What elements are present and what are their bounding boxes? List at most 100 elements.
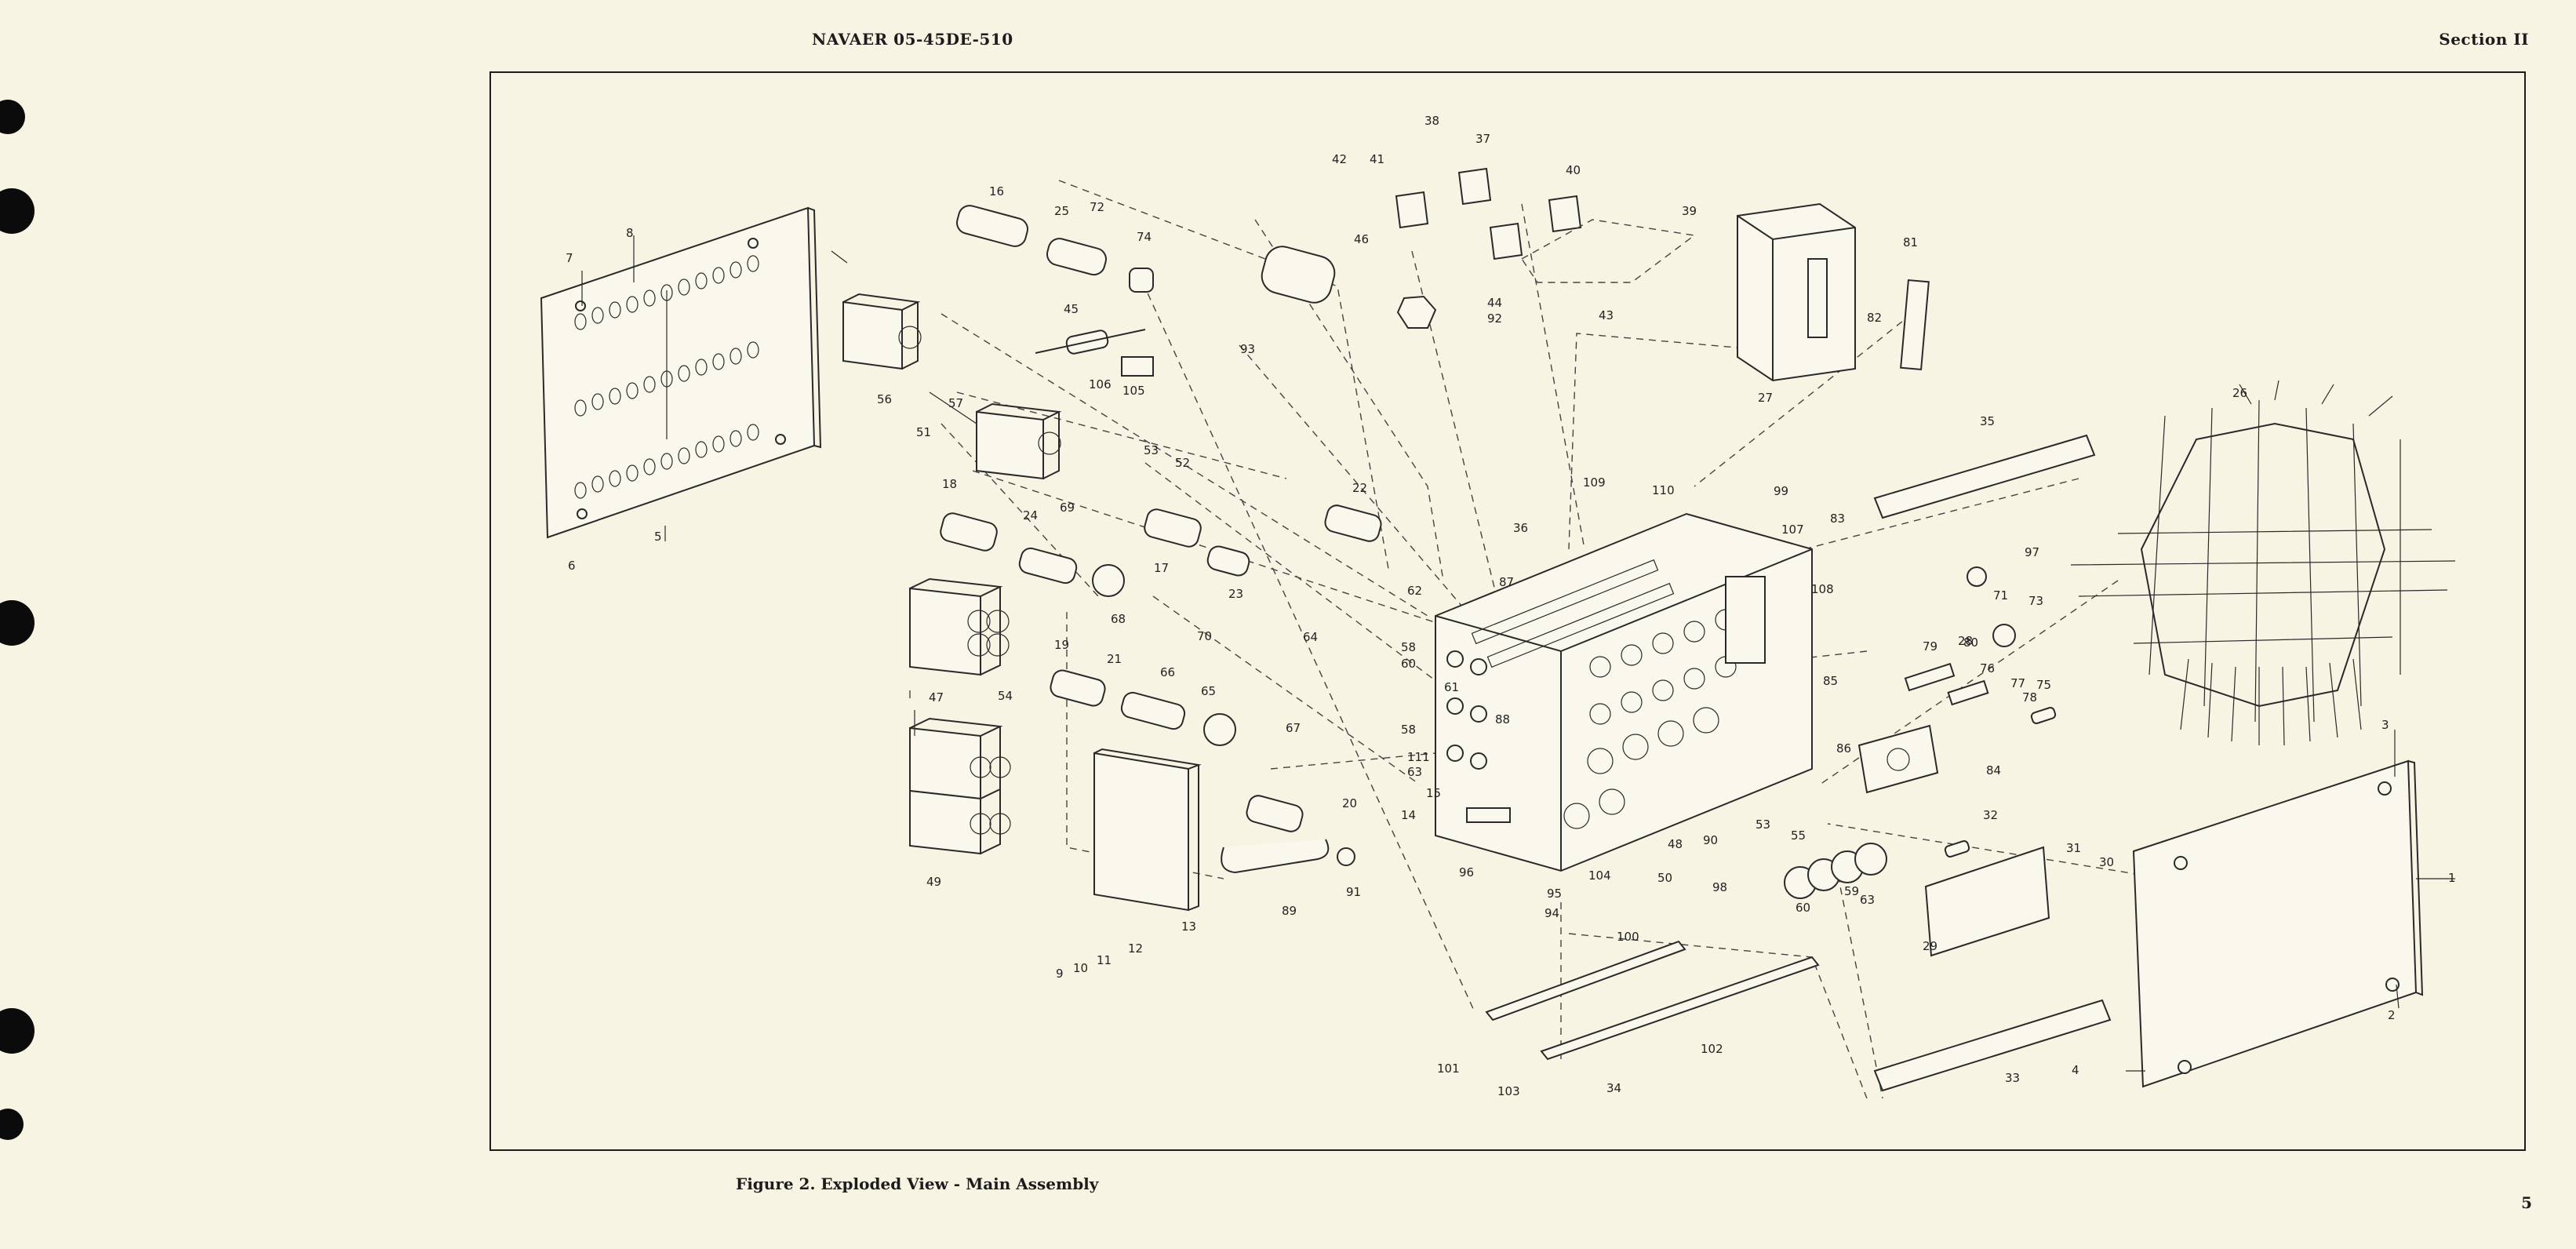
callout-number: 37 [1475,132,1491,146]
callout-number: 75 [2036,678,2052,692]
callout-number: 22 [1352,481,1368,495]
callout-number: 18 [942,477,958,491]
callout-number: 106 [1089,377,1112,391]
callout-number: 10 [1073,961,1089,975]
callout-number: 47 [929,690,944,705]
callout-number: 27 [1758,391,1774,405]
callout-number: 30 [2099,855,2115,869]
callout-number: 105 [1122,384,1145,398]
callout-number: 35 [1980,414,1996,428]
callout-number: 91 [1346,885,1362,899]
callout-number: 44 [1487,296,1503,310]
callout-number: 62 [1407,584,1423,598]
callout-number: 39 [1682,204,1697,218]
callout-number: 28 [1958,634,1974,648]
callout-number: 60 [1796,901,1811,915]
callout-number: 20 [1342,796,1358,810]
callout-number: 109 [1583,475,1606,490]
callout-number: 43 [1599,308,1614,322]
callout-number: 88 [1495,712,1511,726]
callout-number: 96 [1459,865,1475,879]
callout-number: 21 [1107,652,1122,666]
callout-number: 17 [1154,561,1170,575]
callout-number: 89 [1282,904,1297,918]
section-label: Section II [2439,30,2529,49]
callout-number: 111 [1407,750,1430,764]
callout-number: 26 [2232,386,2248,400]
callout-number: 53 [1144,443,1159,457]
callout-number: 69 [1060,501,1075,515]
callout-number: 90 [1703,833,1719,847]
terminal-strips [1784,434,2112,1092]
callout-number: 46 [1354,232,1370,246]
callout-number: 84 [1986,763,2002,777]
callout-number: 81 [1903,235,1919,249]
callout-number: 14 [1401,808,1417,822]
callout-number: 58 [1401,640,1417,654]
callout-number: 58 [1401,723,1417,737]
callout-number: 79 [1923,639,1938,654]
callout-number: 94 [1545,906,1560,920]
callout-number: 40 [1566,163,1581,177]
callout-number: 50 [1657,871,1673,885]
top-connectors [1395,167,1930,382]
callout-number: 92 [1487,311,1503,326]
callout-number: 45 [1064,302,1079,316]
callout-number: 93 [1240,342,1256,356]
callout-number: 67 [1286,721,1301,735]
callout-number: 16 [989,184,1005,198]
tubes-and-small-parts [940,205,1437,874]
callout-number: 108 [1811,582,1834,596]
callout-number: 66 [1160,665,1176,679]
callout-number: 57 [948,396,964,410]
callout-number: 1 [2448,871,2456,885]
callout-number: 7 [566,251,573,265]
callout-number: 23 [1228,587,1244,601]
callout-number: 107 [1781,523,1804,537]
callout-number: 56 [877,392,893,406]
callout-number: 99 [1774,484,1789,498]
callout-number: 74 [1137,230,1152,244]
front-panel-part [540,206,822,539]
page-number: 5 [2521,1193,2532,1212]
callout-number: 85 [1823,674,1839,688]
callout-number: 95 [1547,887,1563,901]
callout-leaders [581,235,2455,1072]
callout-number: 25 [1054,204,1070,218]
callout-number: 34 [1606,1081,1622,1095]
document-id: NAVAER 05-45DE-510 [812,30,1013,49]
callout-number: 5 [654,530,662,544]
callout-number: 68 [1111,612,1126,626]
callout-number: 104 [1588,868,1611,883]
callout-number: 9 [1056,967,1064,981]
callout-number: 38 [1424,114,1440,128]
callout-number: 110 [1652,483,1675,497]
callout-number: 55 [1791,828,1806,843]
side-cover [2132,759,2424,1088]
callout-number: 102 [1701,1042,1723,1056]
callout-number: 4 [2072,1063,2079,1077]
callout-number: 12 [1128,941,1144,956]
callout-number: 54 [998,689,1013,703]
callout-number: 100 [1617,930,1639,944]
callout-number: 83 [1830,512,1846,526]
callout-number: 13 [1181,919,1197,934]
callout-number: 29 [1923,939,1938,953]
callout-number: 64 [1303,630,1319,644]
callout-number: 2 [2388,1008,2396,1022]
callout-number: 32 [1983,808,1999,822]
callout-number: 78 [2022,690,2038,705]
callout-number: 3 [2381,718,2389,732]
callout-number: 31 [2066,841,2082,855]
callout-number: 36 [1513,521,1529,535]
callout-number: 19 [1054,638,1070,652]
callout-number: 101 [1437,1061,1460,1076]
callout-number: 72 [1090,200,1105,214]
callout-number: 15 [1426,786,1442,800]
callout-number: 60 [1401,657,1417,671]
callout-number: 49 [926,875,942,889]
callout-number: 98 [1712,880,1728,894]
callout-number: 48 [1668,837,1683,851]
figure-frame [489,71,2526,1151]
